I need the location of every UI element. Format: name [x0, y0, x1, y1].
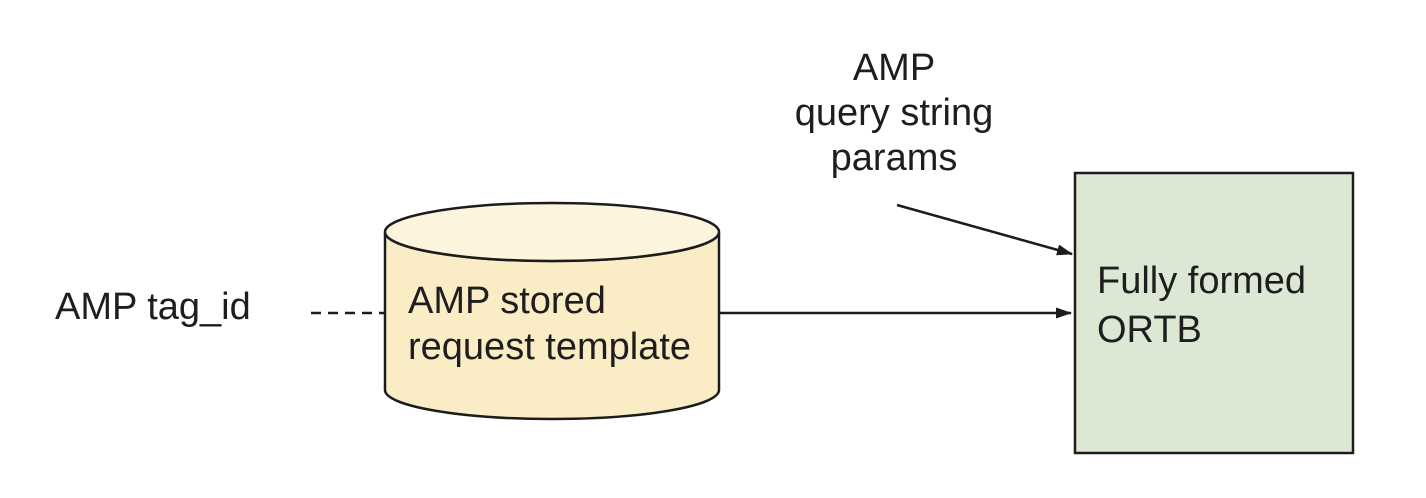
ortb-line1: Fully formed: [1097, 260, 1307, 302]
stored-request-line1: AMP stored: [408, 280, 606, 322]
query-params-to-ortb-arrow: [896, 203, 1073, 256]
stored-request-line2: request template: [408, 326, 692, 368]
stored-request-cylinder-shape: [383, 201, 721, 421]
ortb-label: Fully formed ORTB: [1097, 257, 1306, 355]
query-params-line2: query string: [794, 92, 994, 134]
cylinder-top: [383, 201, 721, 263]
query-params-label: AMP query string params: [744, 46, 1044, 181]
query-params-line3: params: [830, 137, 958, 179]
ortb-box-shape: [1073, 171, 1355, 455]
amp-tag-id-text: AMP tag_id: [55, 286, 251, 328]
ortb-line2: ORTB: [1097, 309, 1202, 351]
stored-request-label: AMP stored request template: [408, 278, 691, 370]
amp-tag-id-label: AMP tag_id: [55, 285, 251, 329]
query-params-line1: AMP: [852, 47, 936, 89]
